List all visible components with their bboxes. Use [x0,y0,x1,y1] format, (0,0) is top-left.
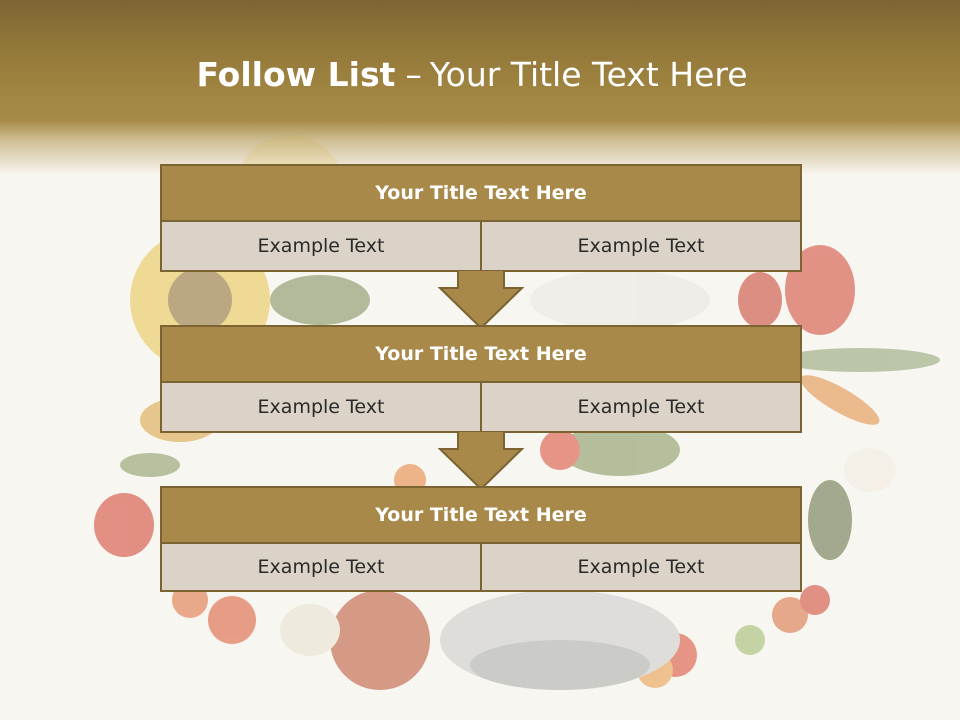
block-row: Example Text Example Text [160,544,802,592]
block-cell-left: Example Text [160,383,482,433]
block-cell-left: Example Text [160,544,482,592]
down-arrow-icon [438,431,524,491]
block-title: Your Title Text Here [160,325,802,383]
block-row: Example Text Example Text [160,383,802,433]
down-arrow-icon [438,270,524,330]
block-cell-right: Example Text [482,222,802,272]
list-block: Your Title Text Here Example Text Exampl… [160,486,802,592]
list-block: Your Title Text Here Example Text Exampl… [160,164,802,272]
title-bold: Follow List [196,55,396,94]
block-title: Your Title Text Here [160,486,802,544]
title-separator: – [405,55,422,94]
block-cell-right: Example Text [482,383,802,433]
list-block: Your Title Text Here Example Text Exampl… [160,325,802,433]
title-rest: Your Title Text Here [429,55,748,94]
block-title: Your Title Text Here [160,164,802,222]
block-cell-left: Example Text [160,222,482,272]
block-cell-right: Example Text [482,544,802,592]
block-row: Example Text Example Text [160,222,802,272]
slide-title: Follow List–Your Title Text Here [0,52,944,98]
